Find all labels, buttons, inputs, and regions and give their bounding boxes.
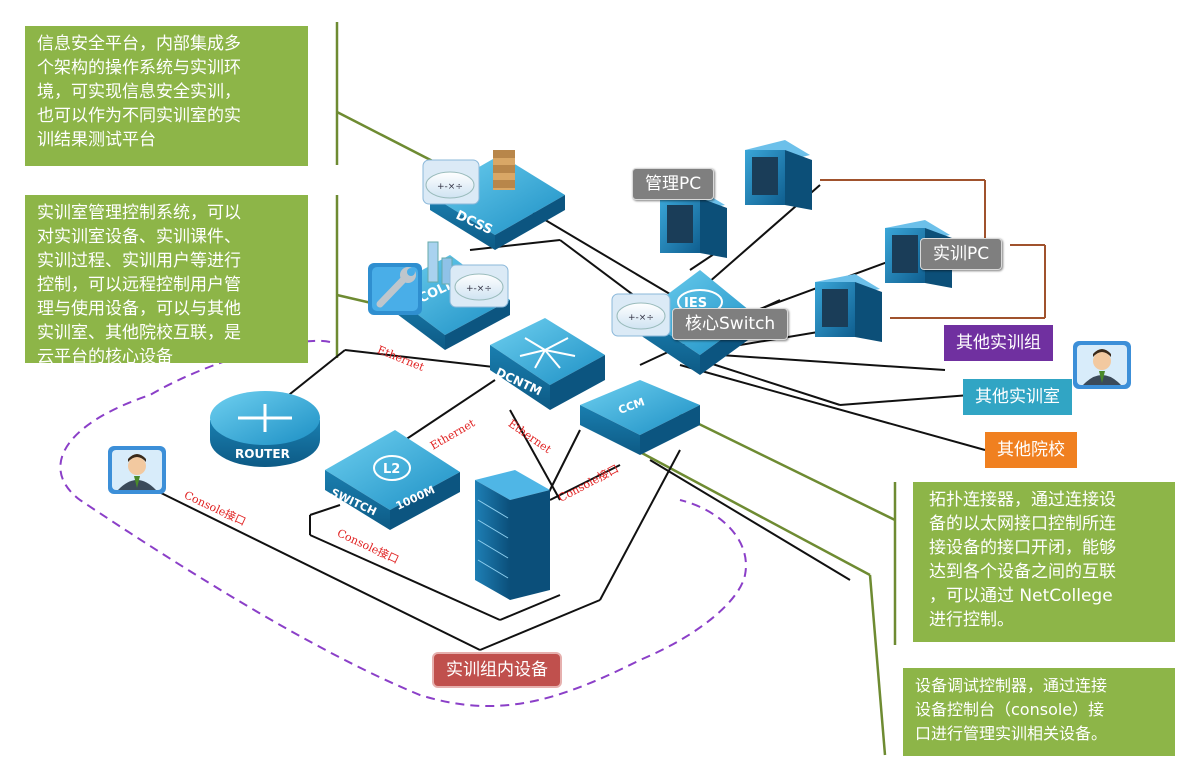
monitor-icon	[660, 190, 727, 258]
note-dcss-text: 信息安全平台，内部集成多 个架构的操作系统与实训环 境，可实现信息安全实训， 也…	[37, 34, 241, 150]
tag-other-lab: 其他实训室	[963, 379, 1072, 415]
wrench-icon	[368, 263, 422, 315]
note-dcss: 信息安全平台，内部集成多 个架构的操作系统与实训环 境，可实现信息安全实训， 也…	[25, 26, 308, 166]
leader-lines	[335, 22, 897, 756]
cloud-ops-label: +-×÷	[466, 284, 492, 294]
group-outline	[59, 339, 747, 708]
cloud-icon: +-×÷	[449, 264, 509, 308]
router-arrows-icon	[238, 404, 292, 432]
note-ccm: 拓扑连接器，通过连接设 备的以太网接口控制所连 接设备的接口开闭，能够 达到各个…	[913, 482, 1175, 642]
monitor-icon	[815, 274, 882, 342]
note-console-text: 设备调试控制器，通过连接 设备控制台（console）接 口进行管理实训相关设备…	[915, 676, 1108, 743]
note-netcollege: 实训室管理控制系统，可以 对实训室设备、实训课件、 实训过程、实训用户等进行 控…	[25, 195, 308, 367]
tag-core-switch: 核心Switch	[672, 308, 789, 340]
ies-label: IES	[684, 296, 707, 311]
user-icon	[108, 446, 166, 494]
tag-other-school: 其他院校	[985, 432, 1077, 468]
dcntm-device: DCNTM	[490, 318, 605, 410]
cloud-icon: +-×÷	[422, 159, 480, 205]
cloud-ops-label: +-×÷	[437, 182, 463, 192]
router-label: ROUTER	[235, 447, 290, 461]
tag-admin-pc: 管理PC	[632, 168, 715, 200]
tag-lab-pc: 实训PC	[920, 238, 1003, 270]
monitor-icon	[745, 140, 812, 210]
note-netcollege-text: 实训室管理控制系统，可以 对实训室设备、实训课件、 实训过程、实训用户等进行 控…	[37, 203, 241, 367]
dcss-device: DCSS	[430, 150, 565, 250]
server-stack-icon	[493, 150, 515, 190]
tag-other-group: 其他实训组	[944, 325, 1053, 361]
switch-l2-label: L2	[383, 462, 400, 477]
router-device: ROUTER	[210, 391, 320, 467]
cloud-ops-label: +-×÷	[628, 313, 654, 323]
cloud-icon: +-×÷	[611, 293, 671, 337]
note-console: 设备调试控制器，通过连接 设备控制台（console）接 口进行管理实训相关设备…	[903, 668, 1175, 756]
user-icon	[1073, 341, 1131, 389]
tag-group-devices: 实训组内设备	[432, 652, 562, 688]
firewall-icon	[475, 470, 550, 600]
note-ccm-text: 拓扑连接器，通过连接设 备的以太网接口控制所连 接设备的接口开闭，能够 达到各个…	[929, 490, 1116, 630]
star-hub-icon	[519, 337, 576, 369]
ccm-device: CCM	[580, 380, 700, 455]
